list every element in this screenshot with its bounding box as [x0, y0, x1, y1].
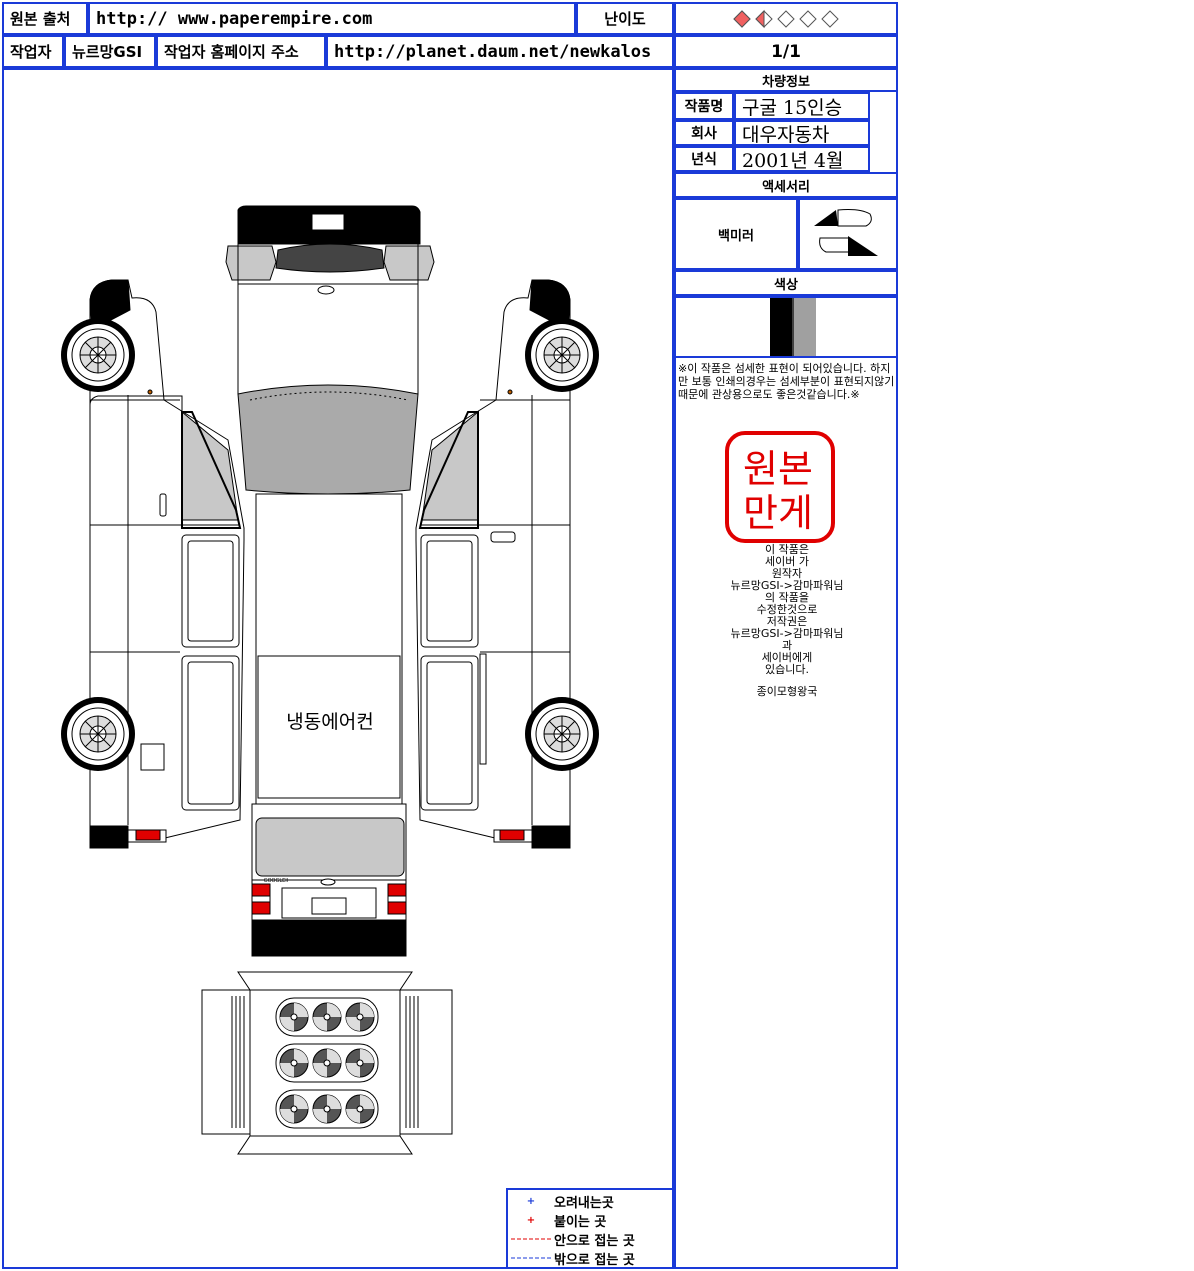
colors-title: 색상 [674, 270, 898, 296]
glue-mark-icon: + [508, 1215, 554, 1226]
credit-line: 수정한것으로 [756, 603, 818, 616]
legend-valley-fold: 안으로 접는 곳 [508, 1230, 674, 1249]
legend: + 오려내는곳 + 붙이는 곳 안으로 접는 곳 밖으로 접는 곳 [506, 1188, 672, 1268]
accessories-title: 액세서리 [674, 172, 898, 198]
svg-text:만게: 만게 [743, 491, 813, 535]
difficulty-diamond-icon [821, 9, 839, 28]
mirror-part [798, 198, 898, 270]
credit-line: 저작권은 [766, 615, 808, 628]
author-name: 뉴르망GSI [64, 35, 156, 68]
credit-line: 과 [781, 639, 793, 652]
legend-cut: + 오려내는곳 [508, 1192, 674, 1211]
credit-line: 원작자 [771, 567, 803, 580]
mountain-fold-line-icon [508, 1256, 554, 1260]
credit-line: 뉴르망GSI->감마파워님 [730, 579, 844, 592]
rear-panel [251, 803, 407, 957]
difficulty-diamonds [733, 9, 839, 28]
company-value: 대우자동차 [734, 120, 870, 146]
legend-glue-label: 붙이는 곳 [554, 1214, 607, 1230]
credit-line: 이 작품은 [765, 543, 809, 556]
svg-text:원본: 원본 [743, 447, 813, 491]
model-name-value: 구굴 15인승 [734, 92, 870, 120]
page-number: 1/1 [674, 35, 898, 68]
difficulty-diamond-fill [755, 9, 765, 28]
model-name-label: 작품명 [674, 92, 734, 120]
source-label: 원본 출처 [2, 2, 88, 35]
model-sheet-area [2, 68, 674, 1269]
credits: 이 작품은 세이버 가 원작자 뉴르망GSI->감마파워님 의 작품을 수정한것… [678, 544, 896, 698]
vehicle-info-title: 차량정보 [674, 68, 898, 92]
info-column [674, 68, 898, 1269]
van-papercraft-template: 냉동에어컨 GOOGLEII [60, 205, 600, 1155]
difficulty-diamond-icon [799, 9, 817, 28]
year-value: 2001년 4월 [734, 146, 870, 172]
legend-valley-label: 안으로 접는 곳 [554, 1233, 635, 1249]
source-url[interactable]: http:// www.paperempire.com [88, 2, 576, 35]
difficulty-diamond-icon [777, 9, 795, 28]
year-label: 년식 [674, 146, 734, 172]
homepage-url[interactable]: http://planet.daum.net/newkalos [326, 35, 674, 68]
left-side-panel [89, 279, 245, 849]
legend-mountain-label: 밖으로 접는 곳 [554, 1252, 635, 1268]
company-label: 회사 [674, 120, 734, 146]
print-note: ※이 작품은 섬세한 표현이 되어있습니다. 하지만 보통 인쇄의경우는 섬세부… [678, 362, 895, 401]
credit-line: 세이버 가 [765, 555, 809, 568]
author-label: 작업자 [2, 35, 64, 68]
valley-fold-line-icon [508, 1237, 554, 1241]
glue-mark-glyph: + [526, 1214, 536, 1226]
roof-aircon-text: 냉동에어컨 [286, 711, 373, 733]
cut-mark-icon: + [508, 1196, 554, 1207]
cut-mark-glyph: + [526, 1195, 536, 1207]
seal-stamp: 원본 만게 [725, 431, 835, 543]
rear-badge-text: GOOGLEII [264, 878, 289, 884]
homepage-label: 작업자 홈페이지 주소 [156, 35, 326, 68]
color-swatch-black [770, 298, 792, 356]
mirror-icon [814, 209, 878, 256]
credit-line: 세이버에게 [761, 651, 813, 664]
difficulty-diamond-fill [733, 9, 751, 28]
legend-glue: + 붙이는 곳 [508, 1211, 674, 1230]
credits-footer: 종이모형왕국 [756, 685, 818, 698]
color-swatch-gray [794, 298, 816, 356]
mirror-label: 백미러 [674, 198, 798, 270]
difficulty-rating [674, 2, 898, 35]
right-side-panel [415, 279, 571, 849]
credit-line: 있습니다. [765, 663, 809, 676]
difficulty-label: 난이도 [576, 2, 674, 35]
credit-line: 뉴르망GSI->감마파워님 [730, 627, 844, 640]
color-swatch-box [674, 296, 898, 358]
legend-mountain-fold: 밖으로 접는 곳 [508, 1249, 674, 1268]
front-and-roof [225, 205, 435, 805]
credit-line: 의 작품을 [765, 591, 809, 604]
legend-cut-label: 오려내는곳 [554, 1195, 614, 1211]
